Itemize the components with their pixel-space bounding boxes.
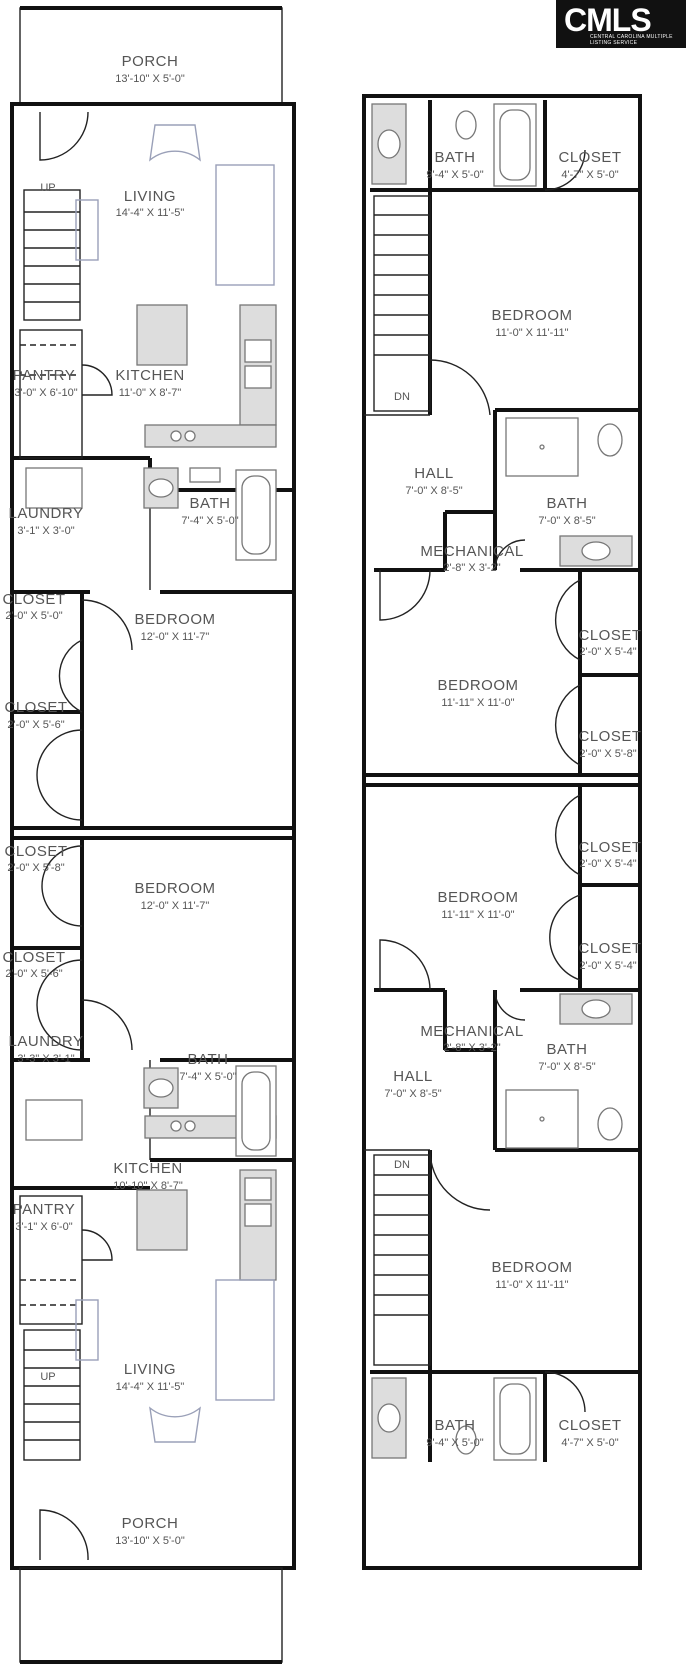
dim-mechanical-right-top: 2'-8" X 3'-2" bbox=[443, 562, 500, 574]
label-closet3-right-top: CLOSET bbox=[578, 728, 641, 745]
dim-closet1-bottom: 2'-0" X 5'-8" bbox=[7, 862, 64, 874]
dim-pantry-bottom: 3'-1" X 6'-0" bbox=[15, 1221, 72, 1233]
dim-closet2-right-top: 2'-0" X 5'-4" bbox=[579, 646, 636, 658]
label-closet3-right-bottom: CLOSET bbox=[558, 1417, 621, 1434]
left-building-walls bbox=[10, 6, 296, 1664]
dim-pantry-top: 3'-0" X 6'-10" bbox=[14, 387, 77, 399]
dim-kitchen-top: 11'-0" X 8'-7" bbox=[119, 387, 182, 399]
label-dn-right-bottom: DN bbox=[394, 1159, 410, 1171]
label-closet1-top: CLOSET bbox=[2, 591, 65, 608]
dim-hall-right-bottom: 7'-0" X 8'-5" bbox=[384, 1088, 441, 1100]
dim-mechanical-right-bottom: 2'-8" X 3'-2" bbox=[443, 1042, 500, 1054]
cmls-logo: CMLS CENTRAL CAROLINA MULTIPLE LISTING S… bbox=[556, 0, 686, 48]
dim-closet2-right-bottom: 2'-0" X 5'-4" bbox=[579, 960, 636, 972]
label-bedroom1-right-bottom: BEDROOM bbox=[437, 889, 518, 906]
dim-bath1-right-top: 9'-4" X 5'-0" bbox=[426, 169, 483, 181]
label-bedroom2-right-top: BEDROOM bbox=[437, 677, 518, 694]
right-building-walls bbox=[362, 94, 642, 1570]
dim-closet2-bottom: 2'-0" X 5'-6" bbox=[5, 968, 62, 980]
dim-bedroom2-right-bottom: 11'-0" X 11'-11" bbox=[495, 1279, 568, 1291]
label-hall-right-top: HALL bbox=[414, 465, 454, 482]
dim-laundry-bottom: 3'-3" X 3'-1" bbox=[17, 1053, 74, 1065]
label-up-bottom: UP bbox=[40, 1371, 55, 1383]
label-kitchen-top: KITCHEN bbox=[115, 367, 184, 384]
label-closet2-right-bottom: CLOSET bbox=[578, 940, 641, 957]
label-closet2-top: CLOSET bbox=[4, 699, 67, 716]
label-mechanical-right-top: MECHANICAL bbox=[420, 543, 523, 560]
label-bath2-right-bottom: BATH bbox=[435, 1417, 476, 1434]
label-bedroom2-right-bottom: BEDROOM bbox=[491, 1259, 572, 1276]
label-kitchen-bottom: KITCHEN bbox=[113, 1160, 182, 1177]
logo-brand: CMLS bbox=[564, 2, 652, 38]
label-bedroom-bottom: BEDROOM bbox=[134, 880, 215, 897]
label-up-top: UP bbox=[40, 182, 55, 194]
label-living-bottom: LIVING bbox=[124, 1361, 176, 1378]
dim-bedroom1-right-bottom: 11'-11" X 11'-0" bbox=[441, 909, 514, 921]
dim-porch-top: 13'-10" X 5'-0" bbox=[115, 73, 185, 85]
dim-kitchen-bottom: 10'-10" X 8'-7" bbox=[113, 1180, 183, 1192]
dim-laundry-top: 3'-1" X 3'-0" bbox=[17, 525, 74, 537]
dim-living-bottom: 14'-4" X 11'-5" bbox=[116, 1381, 185, 1393]
dim-bath2-right-bottom: 9'-4" X 5'-0" bbox=[426, 1437, 483, 1449]
dim-bath2-right-top: 7'-0" X 8'-5" bbox=[538, 515, 595, 527]
dim-bedroom2-right-top: 11'-11" X 11'-0" bbox=[441, 697, 514, 709]
label-closet1-right-bottom: CLOSET bbox=[578, 839, 641, 856]
label-closet1-bottom: CLOSET bbox=[4, 843, 67, 860]
label-bedroom-top: BEDROOM bbox=[134, 611, 215, 628]
label-dn-right-top: DN bbox=[394, 391, 410, 403]
label-bath1-right-bottom: BATH bbox=[547, 1041, 588, 1058]
right-outer-wall bbox=[362, 94, 642, 1570]
dim-closet1-right-top: 4'-7" X 5'-0" bbox=[561, 169, 618, 181]
label-bath1-right-top: BATH bbox=[435, 149, 476, 166]
dim-living-top: 14'-4" X 11'-5" bbox=[116, 207, 185, 219]
label-bath2-right-top: BATH bbox=[547, 495, 588, 512]
dim-bath1-right-bottom: 7'-0" X 8'-5" bbox=[538, 1061, 595, 1073]
logo-tagline: CENTRAL CAROLINA MULTIPLE LISTING SERVIC… bbox=[590, 34, 673, 46]
label-laundry-bottom: LAUNDRY bbox=[9, 1033, 84, 1050]
label-closet2-bottom: CLOSET bbox=[2, 949, 65, 966]
left-building-fixtures bbox=[25, 124, 277, 1443]
label-porch-bottom: PORCH bbox=[122, 1515, 179, 1532]
label-bedroom1-right-top: BEDROOM bbox=[491, 307, 572, 324]
label-hall-right-bottom: HALL bbox=[393, 1068, 433, 1085]
dim-closet3-right-bottom: 4'-7" X 5'-0" bbox=[561, 1437, 618, 1449]
label-closet1-right-top: CLOSET bbox=[558, 149, 621, 166]
label-pantry-top: PANTRY bbox=[13, 367, 75, 384]
label-laundry-top: LAUNDRY bbox=[9, 505, 84, 522]
dim-closet1-top: 2'-0" X 5'-0" bbox=[5, 610, 62, 622]
dim-closet1-right-bottom: 2'-0" X 5'-4" bbox=[579, 858, 636, 870]
dim-porch-bottom: 13'-10" X 5'-0" bbox=[115, 1535, 185, 1547]
dim-closet2-top: 2'-0" X 5'-6" bbox=[7, 719, 64, 731]
label-bath-bottom: BATH bbox=[188, 1051, 229, 1068]
label-mechanical-right-bottom: MECHANICAL bbox=[420, 1023, 523, 1040]
label-living-top: LIVING bbox=[124, 188, 176, 205]
dim-bath-top: 7'-4" X 5'-0" bbox=[181, 515, 238, 527]
label-pantry-bottom: PANTRY bbox=[13, 1201, 75, 1218]
dim-bedroom1-right-top: 11'-0" X 11'-11" bbox=[495, 327, 568, 339]
dim-closet3-right-top: 2'-0" X 5'-8" bbox=[579, 748, 636, 760]
label-bath-top: BATH bbox=[190, 495, 231, 512]
dim-bath-bottom: 7'-4" X 5'-0" bbox=[179, 1071, 236, 1083]
right-building-fixtures bbox=[371, 103, 633, 1461]
porch-bottom-outline bbox=[19, 1567, 283, 1663]
label-porch-top: PORCH bbox=[122, 53, 179, 70]
dim-bedroom-top: 12'-0" X 11'-7" bbox=[141, 631, 210, 643]
dim-hall-right-top: 7'-0" X 8'-5" bbox=[405, 485, 462, 497]
dim-bedroom-bottom: 12'-0" X 11'-7" bbox=[141, 900, 210, 912]
label-closet2-right-top: CLOSET bbox=[578, 627, 641, 644]
